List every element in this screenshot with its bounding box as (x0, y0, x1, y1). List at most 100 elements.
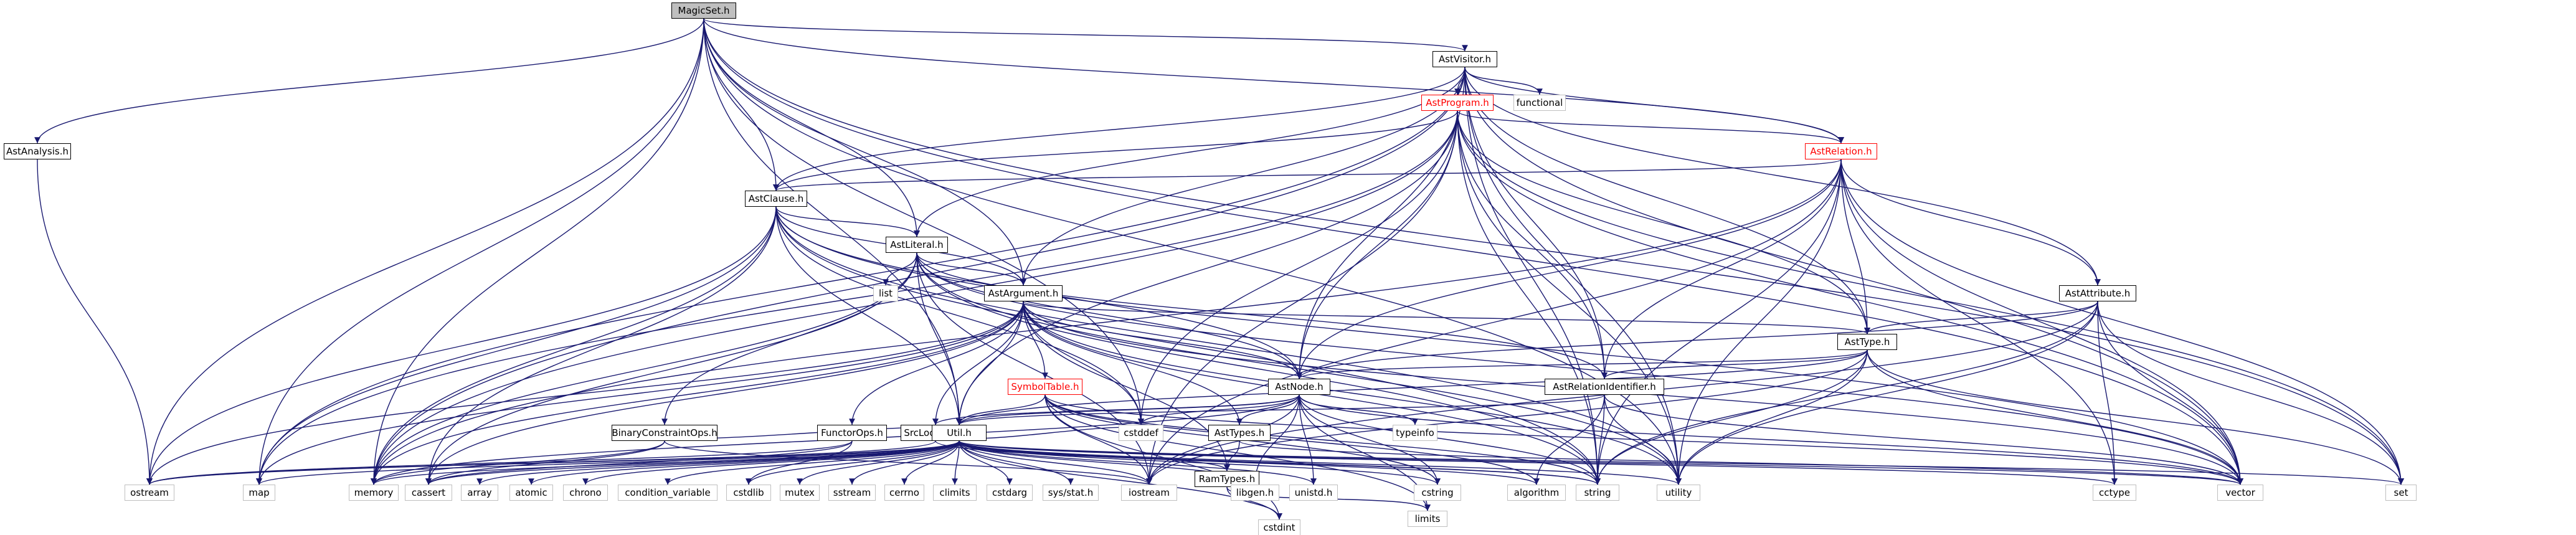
edge-magicset-to-ostream (146, 18, 704, 485)
edge-magicset-to-astanalysis (34, 18, 704, 144)
edge-astrelation-to-memory (371, 159, 1842, 485)
edge-astrelid-to-utility (1604, 394, 1682, 485)
edge-asttypes-to-vector (1239, 440, 2243, 485)
node-binconst[interactable]: BinaryConstraintOps.h (612, 425, 717, 441)
node-astclause[interactable]: AstClause.h (745, 191, 807, 207)
node-string: string (1576, 485, 1619, 501)
edge-util-to-utility (959, 440, 1682, 485)
edge-astvisitor-to-memory (371, 67, 1466, 485)
edge-astprogram-to-map (256, 110, 1458, 485)
edge-astliteral-to-list (883, 252, 917, 286)
edge-astargument-to-asttype (1023, 301, 1870, 334)
edge-astvisitor-to-asttype (1464, 67, 1870, 334)
edge-magicset-to-vector (703, 18, 2243, 485)
node-cstdarg: cstdarg (987, 485, 1033, 501)
node-asttype[interactable]: AstType.h (1837, 334, 1897, 350)
node-astargument[interactable]: AstArgument.h (984, 285, 1063, 301)
edge-astrelation-to-iostream (1146, 159, 1842, 485)
edge-util-to-map (256, 440, 960, 485)
node-astrelation[interactable]: AstRelation.h (1805, 143, 1877, 159)
edge-astanalysis-to-ostream (37, 159, 153, 485)
edge-astvisitor-to-astargument (1020, 67, 1466, 286)
edge-util-to-cstdlib (746, 440, 960, 485)
edge-astargument-to-utility (1023, 301, 1682, 485)
edge-asttype-to-vector (1867, 349, 2243, 485)
edge-astargument-to-functorops (849, 301, 1024, 425)
node-ramtypes[interactable]: RamTypes.h (1195, 471, 1259, 487)
edge-astargument-to-astnode (1023, 301, 1302, 379)
node-util[interactable]: Util.h (932, 425, 987, 441)
edge-functorops-to-cstdlib (746, 440, 853, 485)
edge-util-to-chrono (582, 440, 960, 485)
edge-astrelid-to-vector (1604, 394, 2243, 485)
node-astattribute[interactable]: AstAttribute.h (2059, 285, 2136, 301)
edge-astprogram-to-astnode (1296, 110, 1458, 379)
edge-astvisitor-to-astliteral (914, 67, 1466, 237)
edge-astprogram-to-set (1457, 110, 2404, 485)
edge-util-to-cstdint (959, 440, 1282, 520)
node-cctype: cctype (2093, 485, 2136, 501)
node-astvisitor[interactable]: AstVisitor.h (1432, 51, 1497, 67)
edge-util-to-condvar (665, 440, 960, 485)
edge-astliteral-to-astrelid (916, 252, 1608, 379)
edge-astliteral-to-cassert (425, 252, 917, 485)
node-utility: utility (1657, 485, 1700, 501)
edge-astnode-to-vector (1299, 394, 2243, 485)
node-astrelid[interactable]: AstRelationIdentifier.h (1545, 379, 1664, 395)
node-astliteral[interactable]: AstLiteral.h (886, 237, 948, 253)
edge-astnode-to-string (1299, 394, 1601, 485)
edge-astrelation-to-utility (1675, 159, 1842, 485)
node-ostream: ostream (125, 485, 174, 501)
edge-astprogram-to-astclause (773, 110, 1458, 191)
edge-astrelid-to-algorithm (1533, 394, 1605, 485)
node-cstdlib: cstdlib (726, 485, 771, 501)
edge-astprogram-to-cstddef (1138, 110, 1458, 425)
edge-astrelation-to-asttype (1840, 159, 1870, 334)
edge-astvisitor-to-astrelid (1464, 67, 1608, 379)
node-cstdint: cstdint (1258, 519, 1300, 535)
edge-astnode-to-util (956, 394, 1300, 425)
edge-astnode-to-cstddef (1138, 394, 1300, 425)
edge-astargument-to-srclocation (932, 301, 1024, 425)
edge-astclause-to-string (775, 206, 1601, 485)
edge-functorops-to-cassert (425, 440, 853, 485)
node-astanalysis[interactable]: AstAnalysis.h (4, 143, 71, 159)
edge-asttype-to-utility (1675, 349, 1868, 485)
edge-astprogram-to-iostream (1146, 110, 1458, 485)
node-sstream: sstream (828, 485, 876, 501)
edge-astliteral-to-astargument (916, 252, 1026, 286)
edge-util-to-cerrno (901, 440, 960, 485)
edge-astclause-to-vector (775, 206, 2243, 485)
edge-astprogram-to-asttype (1457, 110, 1870, 334)
node-astnode[interactable]: AstNode.h (1268, 379, 1330, 395)
edge-astvisitor-to-utility (1464, 67, 1682, 485)
node-limits: limits (1408, 511, 1447, 527)
edge-astrelid-to-util (956, 394, 1605, 425)
edge-astrelid-to-string (1594, 394, 1605, 485)
edge-astrelation-to-astclause (773, 159, 1842, 191)
edge-binconst-to-memory (371, 440, 665, 485)
node-functorops[interactable]: FunctorOps.h (817, 425, 887, 441)
node-climits: climits (933, 485, 977, 501)
edge-astliteral-to-util (916, 252, 962, 425)
node-asttypes[interactable]: AstTypes.h (1208, 425, 1271, 441)
edge-astargument-to-cassert (425, 301, 1024, 485)
edge-util-to-cctype (959, 440, 2118, 485)
node-magicset[interactable]: MagicSet.h (671, 2, 736, 19)
edge-astclause-to-ostream (146, 206, 777, 485)
node-astprogram[interactable]: AstProgram.h (1421, 95, 1494, 111)
edge-astrelation-to-astattribute (1840, 159, 2101, 286)
edge-astattribute-to-asttype (1864, 301, 2098, 334)
edge-astclause-to-map (256, 206, 777, 485)
edge-astvisitor-to-vector (1464, 67, 2243, 485)
node-symboltable[interactable]: SymbolTable.h (1008, 379, 1082, 395)
node-list: list (873, 285, 898, 301)
edge-astliteral-to-astnode (916, 252, 1302, 379)
edge-util-to-climits (952, 440, 960, 485)
edge-util-to-set (959, 440, 2404, 485)
edge-util-to-sysstat (959, 440, 1074, 485)
edge-astargument-to-ostream (146, 301, 1024, 485)
edge-astnode-to-unistd (1299, 394, 1317, 485)
